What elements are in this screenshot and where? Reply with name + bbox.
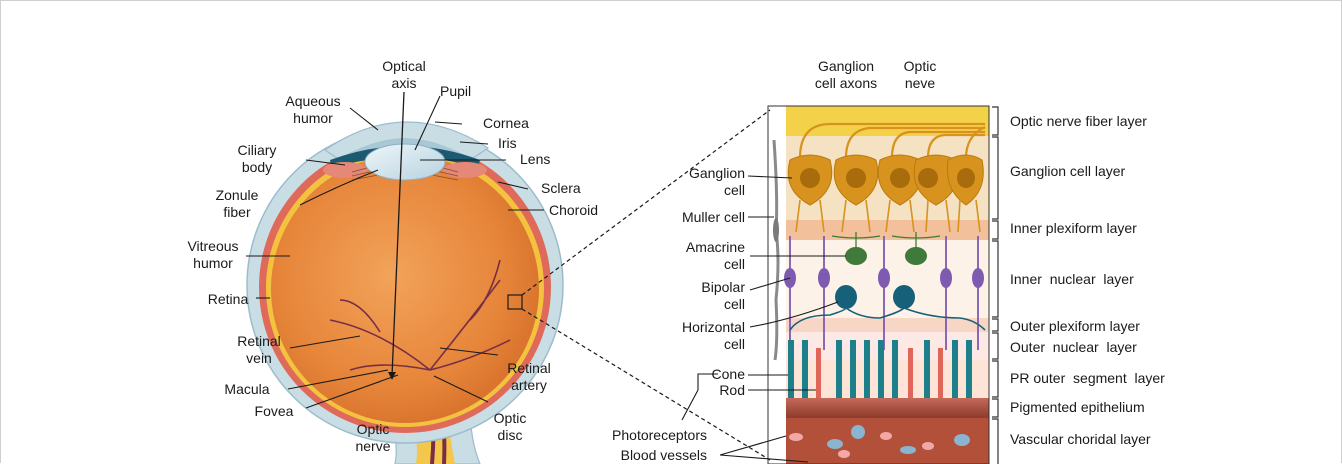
label-ciliary-1: Ciliary (238, 142, 277, 158)
label-retina: Retina (208, 291, 249, 307)
vitreous-humor (271, 155, 539, 423)
label-layer-outer-plexiform: Outer plexiform layer (1010, 318, 1140, 334)
label-optical-axis-2: axis (392, 75, 417, 91)
label-vitreous-2: humor (193, 255, 233, 271)
label-photoreceptors: Photoreceptors (612, 427, 707, 443)
label-ganglion-1: Ganglion (689, 165, 745, 181)
label-horizontal-1: Horizontal (682, 319, 745, 335)
layer-bg-rpe (786, 398, 989, 418)
label-zonule-2: fiber (223, 204, 251, 220)
label-layer-nerve-fiber: Optic nerve fiber layer (1010, 113, 1147, 129)
retina-top-labels: Ganglion cell axons Optic neve (815, 58, 936, 91)
label-layer-vascular: Vascular choridal layer (1010, 431, 1151, 447)
label-macula: Macula (224, 381, 269, 397)
lens (365, 144, 445, 180)
label-amacrine-2: cell (724, 256, 745, 272)
label-bipolar-2: cell (724, 296, 745, 312)
label-vitreous-1: Vitreous (187, 238, 238, 254)
label-cornea: Cornea (483, 115, 529, 131)
label-muller: Muller cell (682, 209, 745, 225)
label-retinal-vein-1: Retinal (237, 333, 281, 349)
layer-bg-outer-plexiform (786, 318, 989, 332)
retina-section (768, 106, 989, 464)
label-retinal-artery-2: artery (511, 377, 547, 393)
label-layer-inner-plexiform: Inner plexiform layer (1010, 220, 1137, 236)
label-retinal-vein-2: vein (246, 350, 272, 366)
label-pupil: Pupil (440, 83, 471, 99)
label-optic-disc-1: Optic (494, 410, 527, 426)
label-amacrine-1: Amacrine (686, 239, 745, 255)
label-optical-axis-1: Optical (382, 58, 426, 74)
label-layer-pr-outer: PR outer segment layer (1010, 370, 1165, 386)
label-blood-vessels: Blood vessels (621, 447, 707, 463)
label-ganglion-axons-1: Ganglion (818, 58, 874, 74)
label-aqueous-1: Aqueous (285, 93, 340, 109)
label-sclera: Sclera (541, 180, 581, 196)
label-lens: Lens (520, 151, 550, 167)
label-ciliary-2: body (242, 159, 272, 175)
label-iris: Iris (498, 135, 517, 151)
label-ganglion-axons-2: cell axons (815, 75, 877, 91)
label-choroid: Choroid (549, 202, 598, 218)
label-zonule-1: Zonule (216, 187, 259, 203)
label-layer-ganglion: Ganglion cell layer (1010, 163, 1126, 179)
label-ganglion-2: cell (724, 182, 745, 198)
label-aqueous-2: humor (293, 110, 333, 126)
label-optic-neve-1: Optic (904, 58, 937, 74)
label-cone: Cone (712, 366, 746, 382)
label-bipolar-1: Bipolar (701, 279, 745, 295)
label-layer-outer-nuclear: Outer nuclear layer (1010, 339, 1137, 355)
label-rod: Rod (719, 382, 745, 398)
label-layer-rpe: Pigmented epithelium (1010, 399, 1145, 415)
label-layer-inner-nuclear: Inner nuclear layer (1010, 271, 1134, 287)
label-horizontal-2: cell (724, 336, 745, 352)
label-optic-nerve-2: nerve (355, 438, 390, 454)
label-fovea: Fovea (255, 403, 294, 419)
muller-cell (774, 140, 778, 360)
retina-cell-labels: Ganglion cell Muller cell Amacrine cell … (612, 165, 745, 463)
label-retinal-artery-1: Retinal (507, 360, 551, 376)
label-optic-nerve-1: Optic (357, 421, 390, 437)
label-optic-neve-2: neve (905, 75, 936, 91)
retina-layer-labels: Optic nerve fiber layer Ganglion cell la… (1010, 113, 1165, 447)
layer-brackets (992, 107, 998, 464)
muller-nucleus (773, 218, 779, 242)
label-optic-disc-2: disc (498, 427, 523, 443)
